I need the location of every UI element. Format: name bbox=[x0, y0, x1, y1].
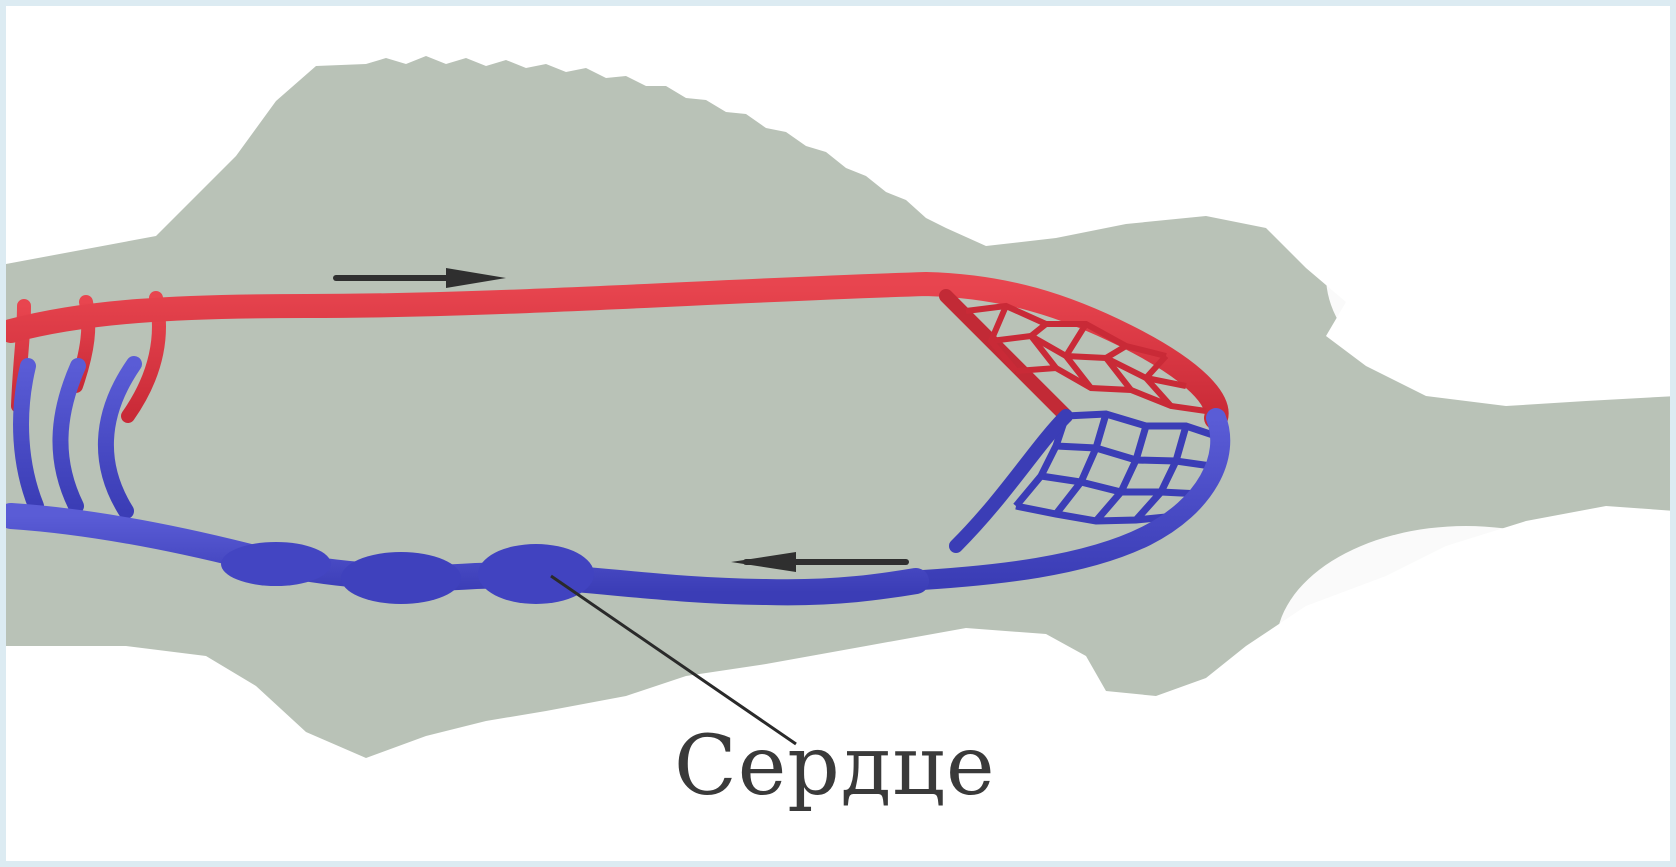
heart-label: Сердце bbox=[674, 726, 996, 808]
heart-chamber bbox=[221, 542, 331, 586]
heart-chamber bbox=[341, 552, 461, 604]
background-highlight bbox=[1276, 526, 1656, 766]
background-highlight bbox=[1326, 156, 1666, 396]
